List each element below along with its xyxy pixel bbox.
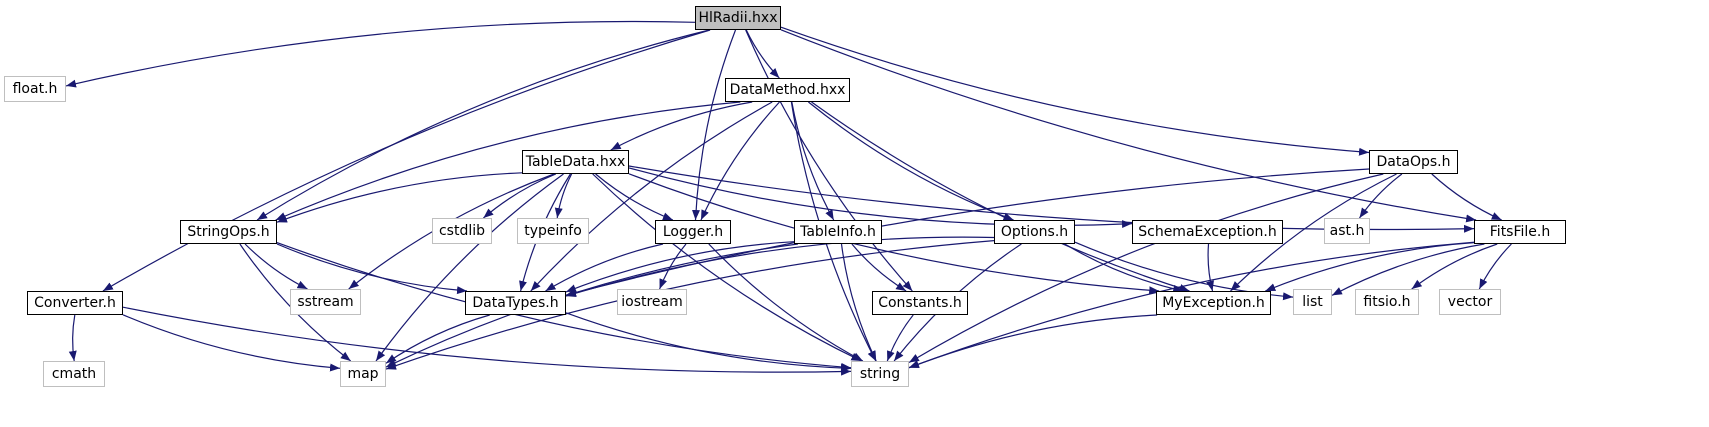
edge-tableinfo-to-map xyxy=(385,243,798,368)
edge-datamethod-to-logger xyxy=(700,101,780,221)
node-map: map xyxy=(340,361,386,387)
edge-logger-to-datatypes xyxy=(545,243,664,292)
edge-logger-to-string xyxy=(708,243,864,362)
node-constants-h[interactable]: Constants.h xyxy=(872,291,968,315)
edge-stringops-to-string xyxy=(276,242,852,371)
node-tableinfo-h[interactable]: TableInfo.h xyxy=(794,220,882,244)
edge-options-to-map xyxy=(385,240,995,370)
node-fitsfile-h[interactable]: FitsFile.h xyxy=(1474,220,1566,244)
edge-tabledata-to-logger xyxy=(595,173,674,221)
edge-dataops-to-string xyxy=(908,173,1384,364)
edge-tableinfo-to-constants xyxy=(851,243,907,292)
edge-myexception-to-string xyxy=(908,314,1158,369)
node-vector: vector xyxy=(1439,289,1501,315)
edge-hlradii-to-logger xyxy=(691,29,737,221)
edge-datamethod-to-stringops xyxy=(275,101,741,221)
node-myexception-h[interactable]: MyException.h xyxy=(1156,291,1271,315)
edge-datamethod-to-datatypes xyxy=(530,101,773,292)
edge-tabledata-to-myexception xyxy=(628,173,1160,295)
node-sstream: sstream xyxy=(290,289,361,315)
edge-fitsfile-to-vector xyxy=(1478,243,1512,290)
edge-tabledata-to-map xyxy=(375,173,564,362)
node-logger-h[interactable]: Logger.h xyxy=(655,220,731,244)
edge-hlradii-to-stringops xyxy=(256,29,710,221)
node-list: list xyxy=(1293,289,1332,315)
node-tabledata-hxx[interactable]: TableData.hxx xyxy=(522,150,629,174)
edge-hlradii-to-float xyxy=(65,20,696,88)
node-float-h: float.h xyxy=(4,76,66,102)
node-string: string xyxy=(851,361,909,387)
edge-options-to-datatypes xyxy=(565,236,995,298)
edge-hlradii-to-datamethod xyxy=(745,29,780,79)
edge-datatypes-to-string xyxy=(565,312,852,373)
node-fitsio-h: fitsio.h xyxy=(1355,289,1419,315)
edge-hlradii-to-dataops xyxy=(780,26,1370,156)
node-typeinfo: typeinfo xyxy=(517,218,589,244)
edge-datamethod-to-tableinfo xyxy=(791,101,835,221)
node-cmath: cmath xyxy=(43,361,105,387)
edge-fitsfile-to-list xyxy=(1331,243,1485,296)
edge-datamethod-to-tabledata xyxy=(610,101,753,151)
edge-tabledata-to-stringops xyxy=(276,172,523,223)
edge-logger-to-iostream xyxy=(659,243,687,290)
edge-stringops-to-sstream xyxy=(244,243,308,290)
node-converter-h[interactable]: Converter.h xyxy=(27,291,123,315)
edge-tabledata-to-cstdlib xyxy=(483,173,557,219)
edge-converter-to-cmath xyxy=(68,314,77,362)
edge-dataops-to-myexception xyxy=(1230,173,1397,292)
edge-fitsfile-to-fitsio xyxy=(1411,243,1498,290)
node-datatypes-h[interactable]: DataTypes.h xyxy=(465,291,566,315)
edge-datatypes-to-map xyxy=(385,314,490,364)
edge-schemaexception-to-myexception xyxy=(1206,243,1214,292)
node-datamethod-hxx[interactable]: DataMethod.hxx xyxy=(725,78,850,102)
node-iostream: iostream xyxy=(617,289,687,315)
edge-constants-to-string xyxy=(886,314,914,362)
edge-tableinfo-to-datatypes xyxy=(565,241,795,293)
node-options-h[interactable]: Options.h xyxy=(994,220,1075,244)
edge-datamethod-to-myexception xyxy=(811,101,1190,292)
node-hlradii-hxx[interactable]: HlRadii.hxx xyxy=(695,6,781,30)
edge-fitsfile-to-string xyxy=(908,241,1475,369)
edge-dataops-to-fitsfile xyxy=(1431,173,1502,221)
edge-converter-to-string xyxy=(122,306,852,376)
edge-converter-to-map xyxy=(122,314,341,372)
node-stringops-h[interactable]: StringOps.h xyxy=(180,220,277,244)
node-cstdlib: cstdlib xyxy=(432,218,492,244)
edge-hlradii-to-constants xyxy=(745,29,913,292)
node-schemaexception-h[interactable]: SchemaException.h xyxy=(1132,220,1283,244)
edge-options-to-myexception xyxy=(1064,243,1184,293)
node-dataops-h[interactable]: DataOps.h xyxy=(1369,150,1458,174)
edge-dataops-to-ast xyxy=(1359,173,1403,219)
node-ast-h: ast.h xyxy=(1324,218,1370,244)
edge-hlradii-to-fitsfile xyxy=(780,29,1477,223)
edge-tabledata-to-typeinfo xyxy=(554,173,573,219)
edge-stringops-to-datatypes xyxy=(276,243,468,295)
